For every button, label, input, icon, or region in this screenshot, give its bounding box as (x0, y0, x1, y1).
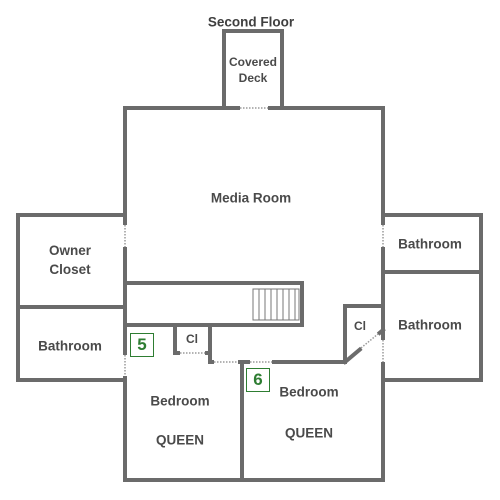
bathroom-right-bottom-label: Bathroom (398, 317, 462, 333)
closet-5-label: Cl (186, 332, 198, 346)
bathroom-left-label: Bathroom (38, 338, 102, 354)
bedroom-5-bed-label: QUEEN (155, 432, 205, 448)
door-openings (122, 105, 386, 376)
floor-title: Second Floor (207, 14, 295, 30)
bedroom-6-bed-label: QUEEN (284, 425, 334, 441)
right-wing-walls (381, 213, 483, 382)
bedroom-5-number-badge: 5 (130, 333, 154, 357)
media-room-label: Media Room (210, 190, 292, 206)
owner-closet-label: Owner Closet (48, 243, 91, 277)
bedroom-5-label: Bedroom (150, 393, 210, 409)
closet-6-walls (343, 304, 385, 364)
stairs (252, 288, 300, 321)
bedroom-6-number-badge: 6 (246, 368, 270, 392)
left-wing-walls (16, 213, 127, 382)
stair-landing-walls (123, 281, 304, 327)
covered-deck-label: Covered Deck (228, 55, 278, 85)
bathroom-right-top-label: Bathroom (398, 236, 462, 252)
bedroom-6-label: Bedroom (279, 384, 339, 400)
closet-6-label: Cl (354, 319, 366, 333)
